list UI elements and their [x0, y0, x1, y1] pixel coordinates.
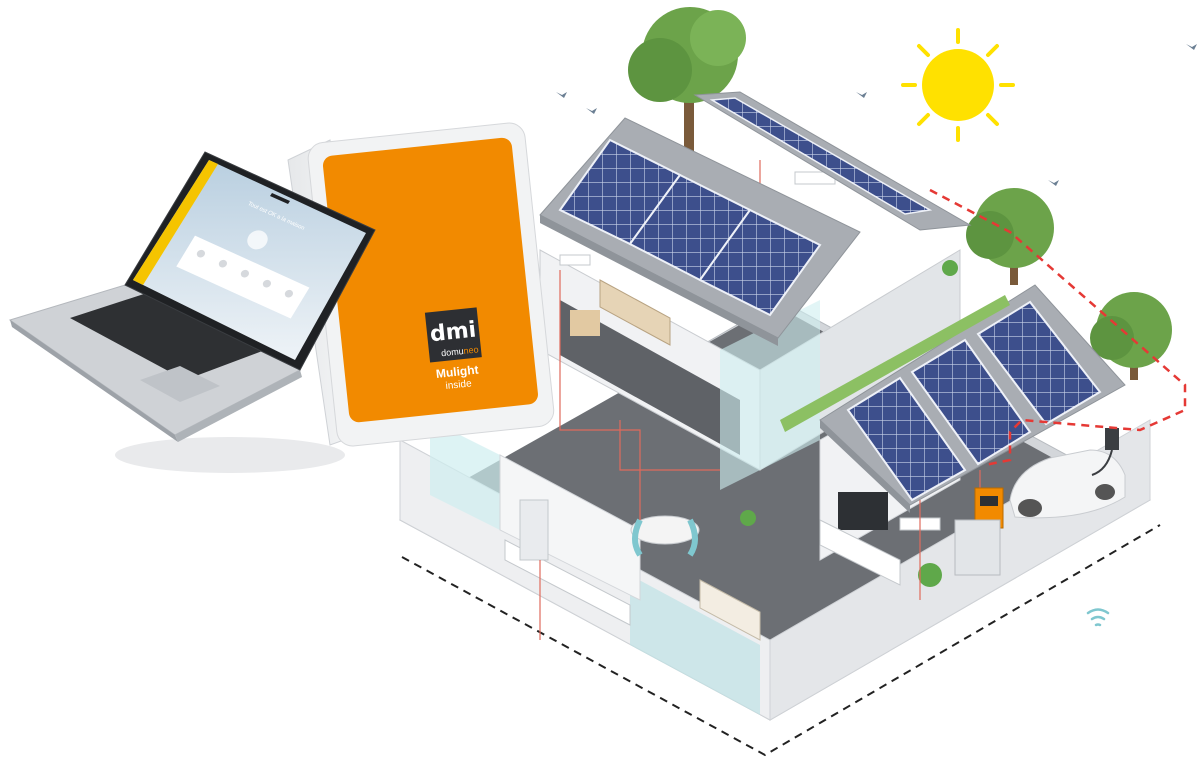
domuneo-logo: [424, 307, 482, 363]
product-suffix: inside: [445, 378, 473, 392]
keyboard: [70, 292, 265, 380]
logo-mark: dmi: [429, 318, 478, 348]
laptop-screen: [133, 160, 366, 360]
weather-icon: [247, 230, 268, 250]
tree-icon: [628, 7, 746, 155]
solar-panel-icon: [709, 97, 933, 215]
main-roof: [539, 117, 861, 346]
tile-icon: [284, 289, 294, 298]
tile-icon: [262, 279, 272, 288]
power-route: [929, 188, 1187, 467]
logo-word: domuneo: [441, 344, 479, 358]
trackpad: [140, 366, 220, 402]
tile-icon: [218, 259, 228, 268]
plot-boundary: [401, 524, 1161, 757]
green-roof: [780, 295, 1010, 432]
ev-charger-icon: [1091, 428, 1119, 476]
sun-icon: [901, 28, 1015, 142]
tree-icon: [966, 188, 1054, 285]
battery-storage: [954, 519, 1001, 576]
laptop: Tout est OK a la maison: [8, 151, 376, 473]
wifi-icon: [1086, 608, 1110, 627]
solar-panel-icon: [846, 300, 1102, 502]
tree-icon: [1090, 292, 1172, 380]
garage-roof: [819, 284, 1126, 513]
solar-panel-icon: [558, 138, 822, 317]
tile-icon: [196, 249, 206, 258]
electric-car-icon: [1009, 449, 1126, 519]
tile-icon: [240, 269, 250, 278]
back-roof: [693, 91, 972, 231]
product-name: Mulight: [435, 363, 479, 381]
